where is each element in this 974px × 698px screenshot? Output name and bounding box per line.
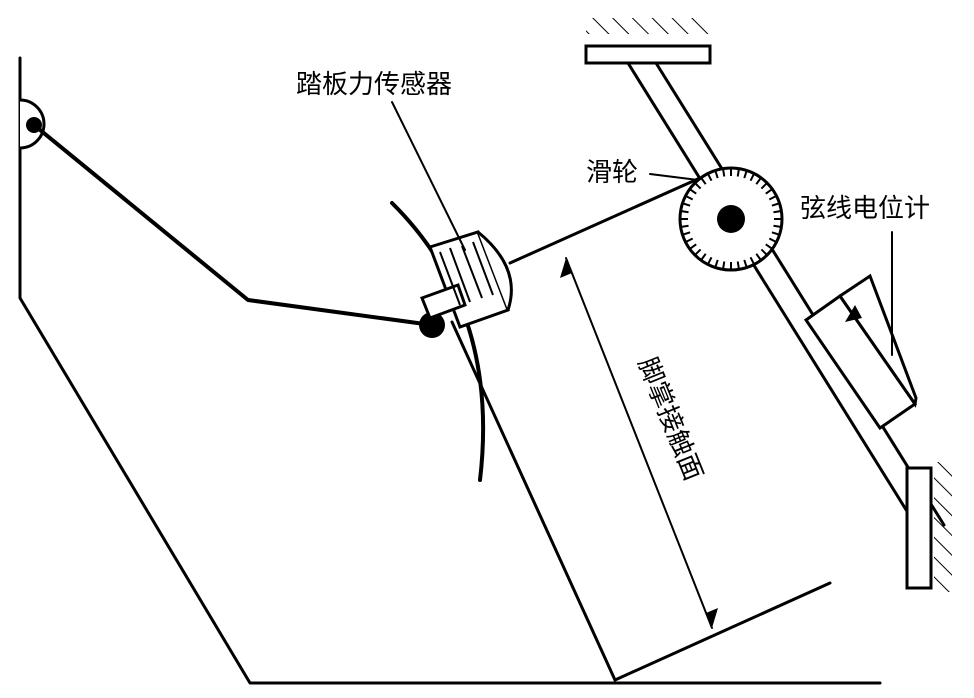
pulley-tick bbox=[714, 259, 719, 268]
pedal-pivot bbox=[419, 312, 445, 338]
pulley-tick bbox=[706, 256, 713, 265]
pulley-tick bbox=[722, 261, 726, 270]
pulley-tick bbox=[773, 210, 782, 214]
pulley-tick bbox=[685, 194, 694, 201]
pedal-force-sensor bbox=[420, 230, 513, 329]
pulley-tick bbox=[706, 173, 713, 182]
string-potentiometer-label-group: 弦线电位计 bbox=[800, 194, 930, 356]
pulley-tick bbox=[773, 224, 782, 228]
foot-plate bbox=[450, 320, 832, 682]
pulley-tick bbox=[768, 237, 777, 244]
pulley-tick bbox=[771, 202, 780, 207]
pulley-tick bbox=[680, 210, 689, 214]
pulley-tick bbox=[682, 231, 691, 236]
pulley-tick bbox=[682, 202, 691, 207]
diagonal-rail bbox=[626, 61, 946, 547]
pulley-tick bbox=[689, 243, 697, 250]
left-pivot bbox=[19, 98, 46, 150]
foot-contact-surface-label: 脚掌接触面 bbox=[632, 353, 709, 485]
pulley-tick bbox=[743, 259, 748, 268]
pulley-tick bbox=[722, 168, 726, 177]
pulley-tick bbox=[765, 243, 773, 250]
pulley-wheel bbox=[678, 166, 784, 272]
top-mount bbox=[584, 18, 712, 65]
pulley-string bbox=[508, 176, 702, 265]
pulley-tick bbox=[765, 188, 773, 195]
pulley-label-group: 滑轮 bbox=[586, 158, 699, 188]
pulley-ticks bbox=[680, 168, 782, 270]
pulley-tick bbox=[685, 237, 694, 244]
pulley-tick bbox=[760, 248, 768, 256]
pulley-tick bbox=[760, 182, 768, 190]
right-mount bbox=[905, 462, 952, 592]
pedal-force-sensor-label: 踏板力传感器 bbox=[296, 70, 452, 100]
string-potentiometer-label: 弦线电位计 bbox=[800, 194, 930, 224]
pulley-tick bbox=[714, 170, 719, 179]
pedal-force-sensor-label-group: 踏板力传感器 bbox=[296, 70, 466, 251]
pulley-tick bbox=[771, 231, 780, 236]
pulley-tick bbox=[749, 256, 756, 265]
left-frame bbox=[18, 56, 882, 685]
pulley-tick bbox=[680, 224, 689, 228]
linkage-bar bbox=[32, 123, 434, 327]
pulley-tick bbox=[694, 182, 702, 190]
pulley-tick bbox=[749, 173, 756, 182]
string-potentiometer bbox=[803, 273, 918, 431]
pulley-label: 滑轮 bbox=[586, 158, 638, 188]
pulley-tick bbox=[689, 188, 697, 195]
pulley-tick bbox=[755, 253, 762, 261]
pulley-tick bbox=[743, 170, 748, 179]
pulley-tick bbox=[700, 253, 707, 261]
pulley-tick bbox=[736, 261, 740, 270]
pulley-tick bbox=[694, 248, 702, 256]
pulley-tick bbox=[736, 168, 740, 177]
pulley-tick bbox=[768, 194, 777, 201]
foot-contact-dimension: 脚掌接触面 bbox=[560, 257, 718, 629]
pulley-tick bbox=[755, 177, 762, 185]
pulley-tick bbox=[700, 177, 707, 185]
